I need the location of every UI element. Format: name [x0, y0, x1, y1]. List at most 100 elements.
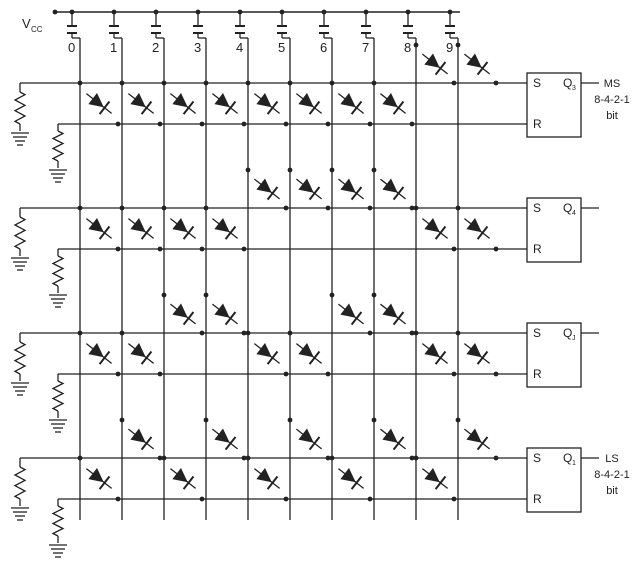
diode-lead [127, 428, 155, 450]
set-diode [295, 178, 323, 201]
diode-lead [463, 218, 491, 239]
reset-junction [157, 246, 163, 252]
set-diode [379, 428, 407, 451]
reset-tap [287, 330, 293, 336]
diode-lead [379, 93, 407, 114]
reset-tap [245, 330, 251, 336]
reset-junction [367, 496, 373, 502]
set-junction [325, 205, 331, 211]
switch-node [447, 9, 453, 15]
set-tap [455, 42, 461, 48]
set-pulldown-resistor [13, 91, 27, 125]
reset-diode [85, 343, 113, 365]
reset-junction [451, 246, 457, 252]
diode-lead [295, 428, 323, 450]
diode-lead [169, 93, 197, 114]
diode-lead [463, 343, 491, 364]
reset-tap [371, 80, 377, 86]
reset-junction [115, 371, 121, 377]
reset-diode [295, 93, 323, 115]
key-label-7: 7 [362, 40, 369, 55]
reset-diode [211, 93, 239, 115]
switch-node [363, 9, 369, 15]
set-diode [211, 303, 239, 326]
switch-node [279, 9, 285, 15]
bit-label-0-1: 8-4-2-1 [594, 94, 629, 106]
reset-diode [85, 468, 113, 490]
reset-diode [127, 218, 155, 240]
switch-node [153, 9, 159, 15]
set-tap [329, 167, 335, 173]
diode-lead [421, 53, 449, 75]
diode-lead [253, 468, 281, 489]
diode-lead [127, 218, 155, 239]
key-label-1: 1 [110, 40, 117, 55]
reset-junction [157, 121, 163, 127]
wiring [19, 11, 599, 543]
set-junction [493, 80, 499, 86]
reset-junction [115, 246, 121, 252]
diode-lead [169, 303, 197, 325]
diode-lead [127, 343, 155, 364]
ff-s-label: S [533, 451, 541, 465]
reset-tap [77, 330, 83, 336]
key-label-5: 5 [278, 40, 285, 55]
diode-lead [253, 93, 281, 114]
vcc-node [52, 9, 58, 15]
reset-diode [337, 93, 365, 115]
set-junction [493, 455, 499, 461]
diode-lead [253, 343, 281, 364]
reset-junction [283, 496, 289, 502]
reset-junction [367, 121, 373, 127]
set-tap [287, 167, 293, 173]
diode-lead [421, 218, 449, 239]
bit-label-3-0: LS [605, 453, 618, 465]
flip-flop-3 [526, 447, 582, 513]
set-diode [379, 178, 407, 201]
ff-r-label: R [533, 492, 542, 506]
set-ground-icon [11, 507, 29, 521]
set-diode [253, 178, 281, 201]
bit-label-3-2: bit [606, 485, 618, 497]
diode-lead [211, 303, 239, 325]
diode-lead [85, 468, 113, 489]
diode-lead [85, 343, 113, 364]
set-tap [203, 292, 209, 298]
set-junction [199, 330, 205, 336]
bit-label-0-2: bit [606, 110, 618, 122]
reset-ground-icon [49, 169, 67, 183]
ff-q-subscript: J [572, 335, 576, 342]
ff-q-label: Q [563, 201, 572, 215]
diode-lead [85, 218, 113, 239]
key-label-8: 8 [404, 40, 411, 55]
reset-diode [421, 468, 449, 490]
reset-pulldown-resistor [51, 505, 65, 537]
reset-tap [203, 205, 209, 211]
set-diode [379, 303, 407, 326]
diode-lead [85, 93, 113, 114]
flip-flop-2 [526, 322, 582, 388]
reset-junction [325, 371, 331, 377]
set-tap [371, 292, 377, 298]
reset-tap [455, 330, 461, 336]
set-junction [409, 205, 415, 211]
reset-junction [493, 371, 499, 377]
reset-diode [169, 93, 197, 115]
set-junction [409, 330, 415, 336]
set-junction [241, 330, 247, 336]
reset-diode [253, 93, 281, 115]
flip-flop-1 [526, 197, 582, 263]
switch-node [195, 9, 201, 15]
ff-r-label: R [533, 117, 542, 131]
set-tap [119, 417, 125, 423]
set-tap [245, 167, 251, 173]
reset-pulldown-resistor [51, 255, 65, 287]
reset-tap [203, 80, 209, 86]
diode-lead [379, 303, 407, 325]
set-tap [203, 417, 209, 423]
set-pulldown-resistor [13, 466, 27, 500]
switch-node [237, 9, 243, 15]
set-diode [421, 53, 449, 76]
diode-lead [337, 178, 365, 200]
